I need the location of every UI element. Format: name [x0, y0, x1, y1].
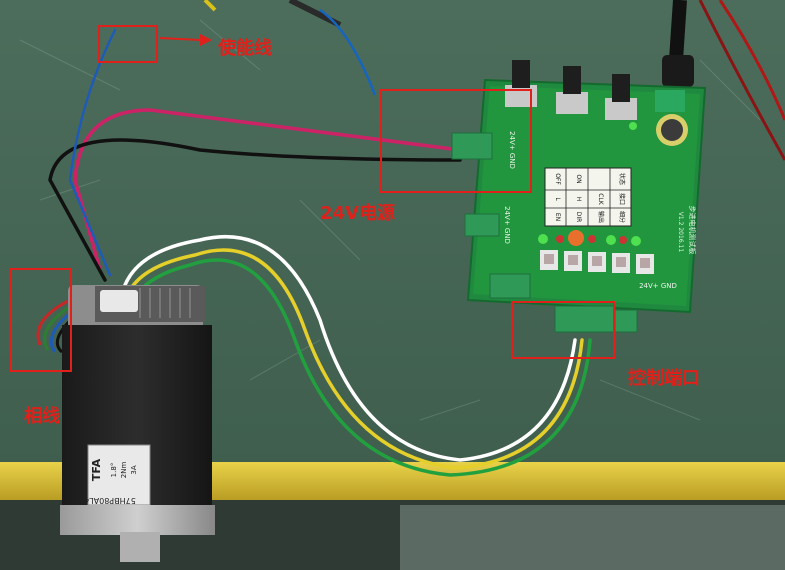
motor-spec-1: 1.8°	[110, 463, 118, 478]
board-table-a-2: EN	[554, 213, 561, 221]
power-cable-top-right	[662, 0, 785, 161]
board-terminal-label-top: 24V+ GND	[508, 131, 516, 169]
terminal-control-port	[554, 305, 616, 333]
signal-wires	[123, 234, 592, 477]
terminal-24v-input	[451, 132, 493, 160]
motor-spec-2: 2Nm	[120, 462, 128, 479]
board-terminal-label-mid: 24V+ GND	[503, 206, 511, 244]
terminal-24v-mid	[464, 213, 500, 237]
board-table-a-0: OFF	[554, 173, 561, 185]
control-port-label: 控制端口	[628, 368, 700, 389]
potentiometer-3	[605, 74, 637, 120]
enable-wire-label: 使能线	[218, 38, 272, 59]
board-buttons	[540, 250, 654, 274]
phase-wire-label: 相线	[24, 406, 60, 427]
annotation-arrow	[159, 34, 212, 46]
motor-model-label: 57HBP80AL4	[84, 496, 136, 505]
test-board	[451, 60, 707, 333]
capacitor	[655, 90, 688, 146]
board-table-a-1: L	[554, 197, 561, 201]
phase-wire-box	[10, 268, 72, 372]
stepper-motor	[60, 285, 215, 562]
led-row	[538, 122, 641, 246]
enable-wire-box	[98, 25, 158, 63]
board-table-c-0: CLK	[597, 193, 604, 206]
power-24v-label: 24V电源	[320, 203, 395, 224]
board-table-header-1: 接口	[618, 193, 626, 205]
power-wires	[48, 28, 462, 282]
terminal-left-bottom	[489, 273, 531, 299]
board-table-header-2: 细分	[618, 211, 626, 223]
top-wires	[203, 0, 377, 96]
terminal-right-bottom	[614, 309, 638, 333]
motor-spec-3: 3A	[130, 465, 138, 474]
board-table-b-0: ON	[575, 174, 582, 183]
board-side-title: 步进电机测试板	[688, 206, 697, 255]
potentiometer-2	[556, 66, 588, 114]
motor-brand-label: TFA	[90, 458, 103, 481]
control-port-box	[511, 301, 615, 359]
board-terminal-label-bottom: 24V+ GND	[639, 282, 677, 290]
board-version: V1.2 2016.11	[677, 212, 684, 253]
board-table-b-2: DIR	[575, 212, 582, 223]
power-input-box	[380, 89, 532, 193]
board-table-b-1: H	[575, 197, 582, 202]
board-table-header-0: 状态	[618, 173, 626, 185]
board-table-header-3: 输出	[597, 211, 605, 223]
